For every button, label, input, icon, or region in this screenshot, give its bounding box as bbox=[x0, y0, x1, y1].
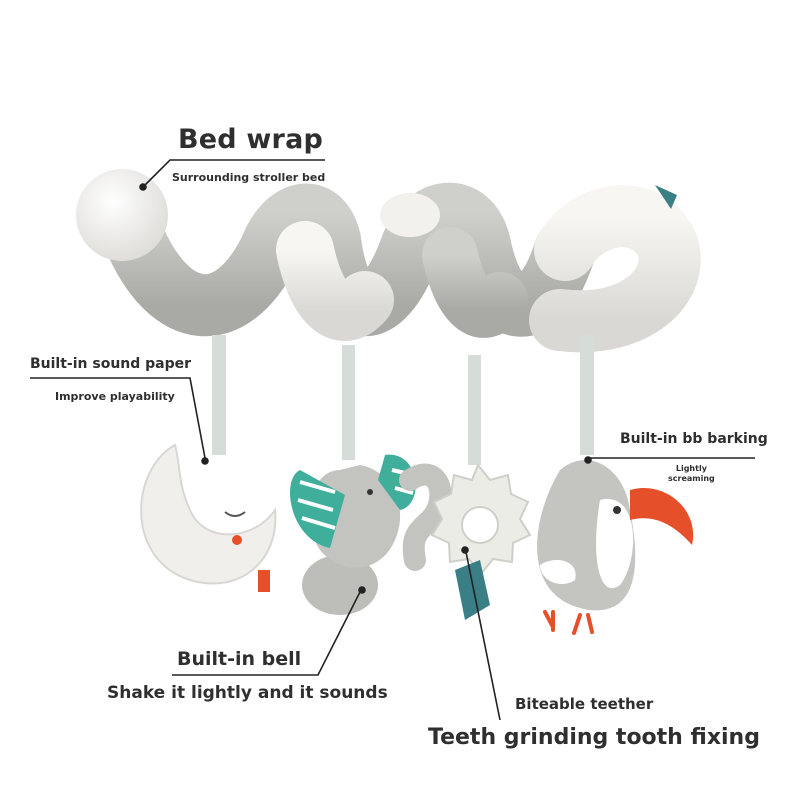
bell-subtitle: Shake it lightly and it sounds bbox=[107, 683, 388, 703]
bb-barking-title: Built-in bb barking bbox=[620, 431, 768, 447]
spiral-wrap bbox=[76, 169, 701, 353]
sound-paper-subtitle: Improve playability bbox=[55, 390, 175, 403]
hanging-ribbons bbox=[212, 335, 594, 465]
bb-barking-subtitle: Lightly screaming bbox=[668, 464, 715, 484]
bb-barking-subtitle-line1: Lightly bbox=[675, 464, 707, 473]
teether-subtitle: Teeth grinding tooth fixing bbox=[428, 725, 760, 750]
bell-title: Built-in bell bbox=[177, 648, 302, 670]
bed-wrap-title: Bed wrap bbox=[178, 124, 324, 155]
bed-wrap-subtitle: Surrounding stroller bed bbox=[172, 171, 326, 184]
callout-lines bbox=[30, 159, 755, 721]
bed-wrap-ball bbox=[76, 169, 168, 261]
sound-paper-title: Built-in sound paper bbox=[30, 356, 192, 372]
teether-title: Biteable teether bbox=[515, 695, 654, 713]
bb-barking-subtitle-line2: screaming bbox=[668, 474, 715, 483]
elephant-plush bbox=[290, 454, 452, 615]
bird-plush bbox=[537, 459, 694, 635]
teether-ring bbox=[430, 463, 532, 620]
moon-plush bbox=[140, 443, 277, 592]
